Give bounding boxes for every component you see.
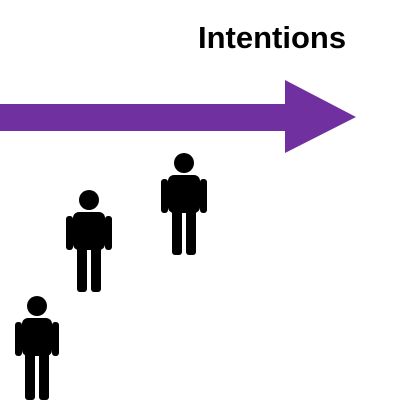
diagram-title: Intentions [198, 20, 347, 55]
person-icon [15, 296, 59, 400]
person-icon [66, 190, 112, 292]
intentions-arrow [0, 80, 356, 153]
person-icon [161, 153, 207, 255]
